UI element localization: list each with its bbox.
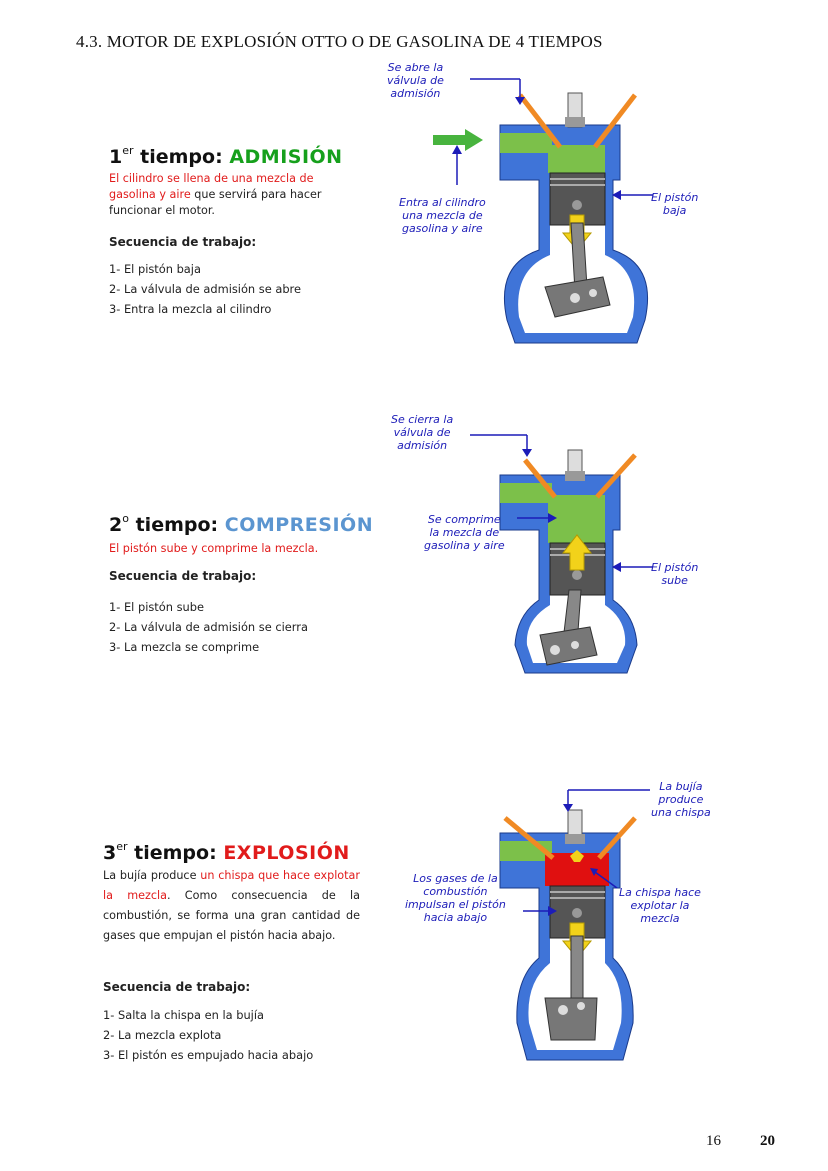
stroke-keyword: COMPRESIÓN [224, 514, 374, 536]
annotation-text: La chispa hace explotar la mezcla [619, 886, 701, 925]
stroke-2-sequence-title: Secuencia de trabajo: [109, 569, 257, 583]
stroke-label: tiempo: [140, 146, 223, 168]
stroke-2-description: El pistón sube y comprime la mezcla. [109, 541, 369, 557]
description-highlight: El pistón sube y comprime la mezcla. [109, 542, 319, 555]
stroke-1-steps: 1- El pistón baja 2- La válvula de admis… [109, 259, 301, 319]
stroke-1-sequence-title: Secuencia de trabajo: [109, 235, 257, 249]
intake-stroke-diagram [433, 78, 653, 344]
stroke-3-heading: 3er tiempo: EXPLOSIÓN [103, 840, 350, 864]
stroke-number: 3 [103, 842, 117, 864]
step-item: 1- El pistón sube [109, 600, 204, 614]
annotation-text: El pistón sube [651, 561, 699, 587]
stroke-number: 1 [109, 146, 123, 168]
stroke-ordinal: er [122, 144, 134, 157]
annotation-text: Se cierra la válvula de admisión [391, 413, 454, 452]
combustion-gases-annotation: Los gases de la combustión impulsan el p… [405, 872, 506, 924]
annotation-text: Se abre la válvula de admisión [387, 61, 444, 100]
annotation-text: Se comprime la mezcla de gasolina y aire [424, 513, 505, 552]
explosion-stroke-diagram [499, 789, 650, 1061]
step-item: 3- El pistón es empujado hacia abajo [103, 1048, 314, 1062]
stroke-1-heading: 1er tiempo: ADMISIÓN [109, 144, 343, 168]
piston-up-annotation: El pistón sube [651, 561, 698, 587]
compression-stroke-diagram [470, 434, 653, 674]
valve-open-annotation: Se abre la válvula de admisión [387, 61, 444, 100]
mixture-enters-annotation: Entra al cilindro una mezcla de gasolina… [399, 196, 486, 235]
stroke-2-steps: 1- El pistón sube 2- La válvula de admis… [109, 597, 308, 657]
step-item: 2- La válvula de admisión se cierra [109, 620, 308, 634]
valve-closed-annotation: Se cierra la válvula de admisión [391, 413, 453, 452]
step-item: 1- Salta la chispa en la bujía [103, 1008, 264, 1022]
spark-plug-annotation: La bujía produce una chispa [651, 780, 711, 819]
stroke-number: 2 [109, 514, 123, 536]
page-number-secondary: 20 [760, 1133, 775, 1149]
step-item: 2- La mezcla explota [103, 1028, 222, 1042]
stroke-3-steps: 1- Salta la chispa en la bujía 2- La mez… [103, 1005, 313, 1065]
stroke-label: tiempo: [135, 514, 219, 536]
description-highlight: El cilindro se llena de una mezcla de ga… [109, 172, 314, 201]
stroke-2-heading: 2o tiempo: COMPRESIÓN [109, 512, 374, 536]
annotation-text: El pistón baja [651, 191, 699, 217]
step-item: 2- La válvula de admisión se abre [109, 282, 301, 296]
description-text: . Como consecuencia de la combustión, se… [103, 889, 360, 942]
stroke-ordinal: o [122, 512, 129, 525]
mixture-compressed-annotation: Se comprime la mezcla de gasolina y aire [424, 513, 505, 552]
step-item: 3- Entra la mezcla al cilindro [109, 302, 272, 316]
annotation-text: La bujía produce una chispa [651, 780, 711, 819]
stroke-keyword: ADMISIÓN [229, 146, 343, 168]
annotation-text: Los gases de la combustión impulsan el p… [405, 872, 506, 924]
description-text: que servirá para hacer funcionar el moto… [109, 188, 322, 217]
stroke-ordinal: er [116, 840, 128, 853]
stroke-3-sequence-title: Secuencia de trabajo: [103, 980, 251, 994]
annotation-text: Entra al cilindro una mezcla de gasolina… [399, 196, 486, 235]
stroke-keyword: EXPLOSIÓN [223, 842, 350, 864]
description-text: La bujía produce [103, 869, 201, 882]
stroke-3-description: La bujía produce un chispa que hace expl… [103, 866, 360, 946]
stroke-label: tiempo: [134, 842, 217, 864]
step-item: 1- El pistón baja [109, 262, 201, 276]
piston-down-annotation: El pistón baja [651, 191, 698, 217]
step-item: 3- La mezcla se comprime [109, 640, 260, 654]
spark-ignites-annotation: La chispa hace explotar la mezcla [619, 886, 701, 925]
description-highlight: un chispa que hace explotar la mezcla [103, 869, 360, 902]
page-title: 4.3. MOTOR DE EXPLOSIÓN OTTO O DE GASOLI… [76, 32, 603, 51]
page-number: 16 [706, 1133, 721, 1149]
stroke-1-description: El cilindro se llena de una mezcla de ga… [109, 171, 357, 219]
